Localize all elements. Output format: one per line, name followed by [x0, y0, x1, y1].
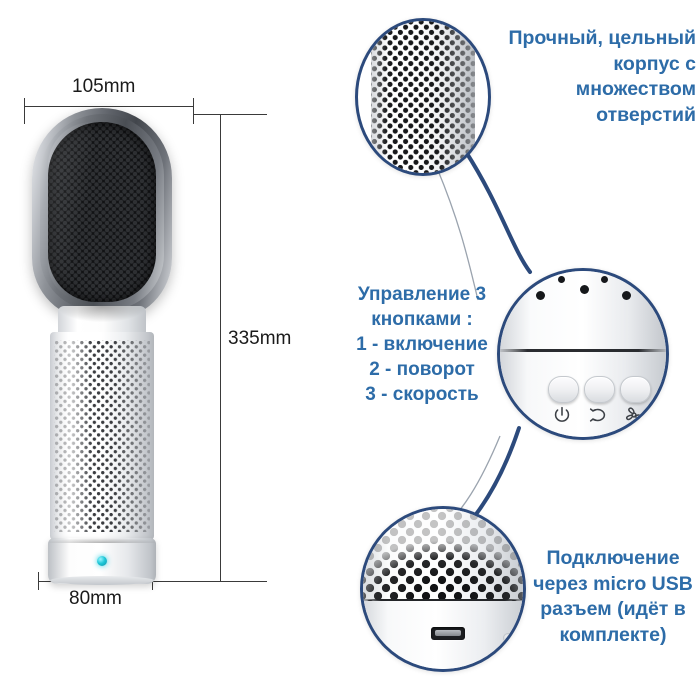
dome-vent-hole	[536, 291, 545, 300]
product-body-perforation	[54, 340, 150, 532]
callout-text-housing: Прочный, цельный корпус с множеством отв…	[508, 27, 696, 127]
base-screw-icon	[503, 633, 513, 643]
callout-mid-inner	[500, 271, 666, 437]
dimension-line-width-top	[24, 106, 194, 107]
callout-text-usb: Подключение через micro USB разъем (идёт…	[533, 547, 693, 647]
dimension-tick-left	[24, 98, 25, 124]
rotation-button[interactable]	[584, 376, 615, 403]
callout-bot-inner	[363, 509, 523, 669]
fan-icon	[623, 404, 645, 426]
dome-vent-hole	[601, 276, 608, 283]
callout-circle-housing[interactable]	[355, 18, 491, 176]
product-base-seam	[48, 538, 156, 543]
product-image-air-purifier	[18, 100, 188, 585]
dome-seam-line	[500, 349, 666, 352]
power-button[interactable]	[548, 376, 579, 403]
dome-vent-hole	[580, 285, 589, 294]
dimension-leader-top	[193, 114, 267, 115]
callout-circle-usb[interactable]	[360, 506, 526, 672]
dimension-tick-right	[193, 98, 194, 124]
speed-button[interactable]	[620, 376, 651, 403]
dimension-leader-bottom	[152, 581, 267, 582]
zoom-detail-perforation	[371, 21, 475, 173]
micro-usb-port-inner	[435, 630, 461, 636]
power-icon	[551, 404, 573, 426]
rotation-icon	[587, 404, 609, 426]
dimension-line-height	[220, 114, 221, 582]
product-top-dome	[500, 271, 666, 355]
dimension-label-width-base: 80mm	[69, 588, 122, 609]
connector-middle-to-bottom	[468, 426, 521, 524]
dome-vent-hole	[622, 291, 631, 300]
dimension-label-height: 335mm	[228, 328, 292, 349]
callout-top-inner	[358, 21, 488, 173]
dome-vent-hole	[558, 276, 565, 283]
product-base-foot	[50, 576, 154, 585]
callout-text-controls: Управление 3 кнопками : 1 - включение 2 …	[356, 284, 488, 406]
product-bottom-perforation	[363, 509, 523, 603]
led-indicator-icon	[97, 556, 107, 566]
product-head-grille	[48, 122, 156, 302]
dimension-tick-base-left	[38, 572, 39, 590]
connector-thin-upper	[436, 167, 479, 301]
dimension-label-width-top: 105mm	[72, 76, 136, 97]
bottom-seam-line	[363, 599, 523, 602]
product-neck-shadow	[58, 306, 146, 322]
callout-circle-controls[interactable]	[497, 268, 669, 440]
